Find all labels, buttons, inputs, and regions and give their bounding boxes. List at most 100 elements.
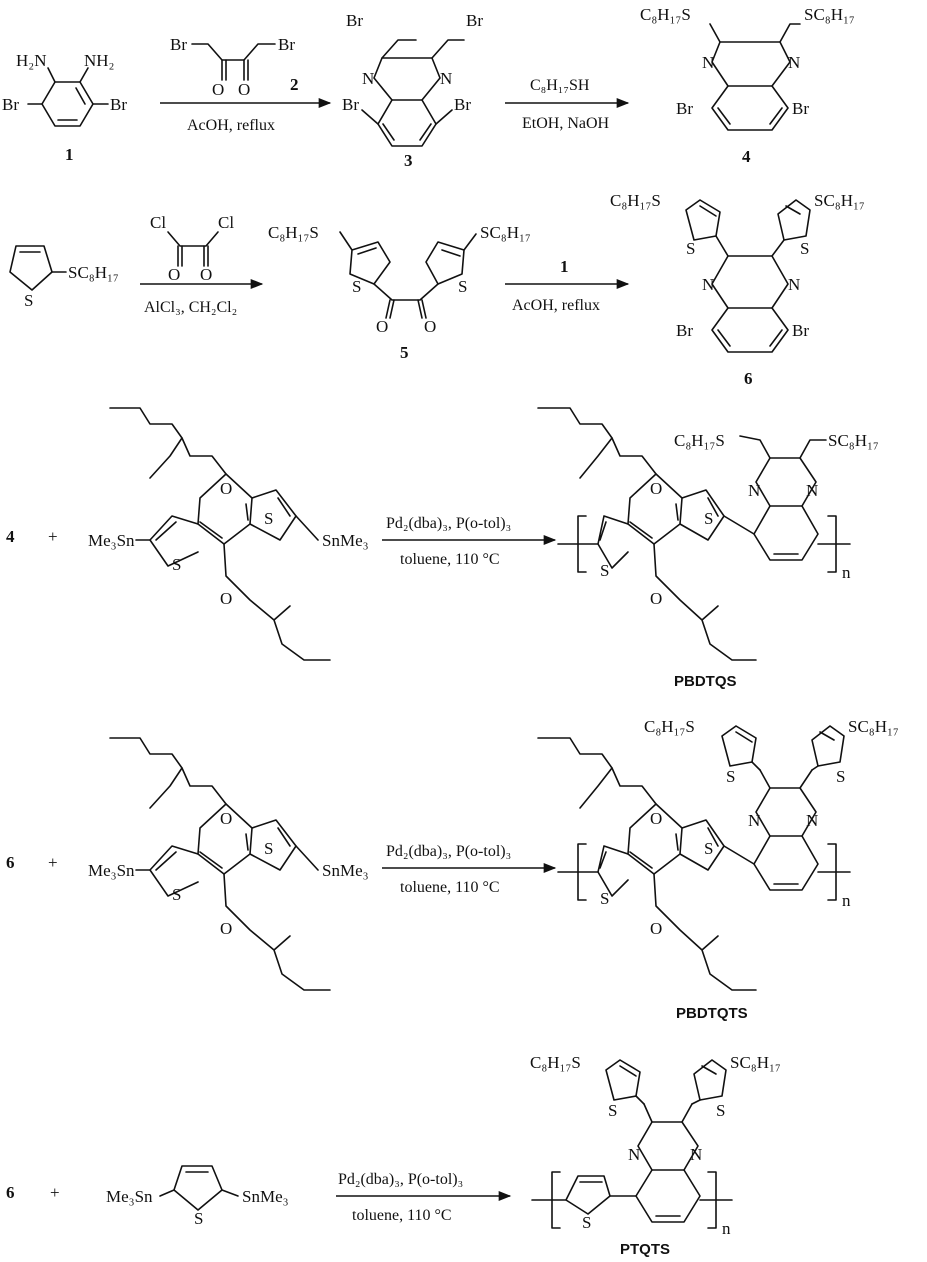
sulfur-label: S — [24, 291, 33, 310]
reaction-conditions: toluene, 110 °C — [352, 1207, 452, 1224]
substituent-label: SC₈H₁₇ — [848, 717, 899, 736]
oxygen-label: O — [200, 265, 212, 284]
oxygen-label: O — [220, 479, 232, 498]
compound-1-structure: H₂N NH₂ Br Br — [2, 51, 127, 127]
reaction-catalyst: Pd₂(dba)₃, P(o-tol)₃ — [338, 1171, 463, 1188]
pbdtqts-structure: O S S O N N S S C₈H₁₇S SC₈H₁₇ n — [537, 717, 899, 991]
reaction-conditions: AcOH, reflux — [187, 117, 275, 134]
substituent-label: SnMe₃ — [322, 861, 369, 880]
compound-6-number: 6 — [6, 853, 15, 872]
pbdtqs-structure: O S S O N N C₈H₁₇S SC₈H₁₇ n — [537, 407, 879, 661]
nitrogen-label: N — [440, 69, 452, 88]
oxygen-label: O — [220, 809, 232, 828]
substituent-label: SC₈H₁₇ — [480, 223, 531, 242]
repeat-unit-label: n — [842, 891, 851, 910]
sulfur-label: S — [264, 509, 273, 528]
bromine-label: Br — [110, 95, 127, 114]
compound-5-number: 5 — [400, 343, 409, 362]
substituent-label: SnMe₃ — [322, 531, 369, 550]
substituent-label: Me₃Sn — [88, 861, 135, 880]
nitrogen-label: N — [748, 481, 760, 500]
oxygen-label: O — [238, 80, 250, 99]
chlorine-label: Cl — [150, 213, 166, 232]
reaction-reagent: 1 — [560, 257, 569, 276]
sulfur-label: S — [704, 509, 713, 528]
oxygen-label: O — [212, 80, 224, 99]
nitrogen-label: N — [806, 481, 818, 500]
reaction-catalyst: Pd₂(dba)₃, P(o-tol)₃ — [386, 515, 511, 532]
chlorine-label: Cl — [218, 213, 234, 232]
polymer-name: PBDTQTS — [676, 1005, 748, 1022]
repeat-unit-label: n — [722, 1219, 731, 1238]
sulfur-label: S — [458, 277, 467, 296]
bromine-label: Br — [2, 95, 19, 114]
amine-label: NH₂ — [84, 51, 114, 70]
compound-3-number: 3 — [404, 151, 413, 170]
sulfur-label: S — [608, 1101, 617, 1120]
compound-2-structure: Br Br O O — [170, 35, 295, 99]
reaction-conditions: AcOH, reflux — [512, 297, 600, 314]
sulfur-label: S — [194, 1209, 203, 1228]
plus-sign: + — [48, 853, 58, 872]
sulfur-label: S — [172, 885, 181, 904]
bis-stannyl-thiophene-structure: Me₃Sn S SnMe₃ — [106, 1165, 289, 1228]
substituent-label: C₈H₁₇S — [268, 223, 319, 242]
compound-4-number: 4 — [6, 527, 15, 546]
compound-4-number: 4 — [742, 147, 751, 166]
substituent-label: SC₈H₁₇ — [828, 431, 879, 450]
polymer-name: PBDTQS — [674, 673, 737, 690]
bromine-label: Br — [792, 99, 809, 118]
compound-6-structure: C₈H₁₇S SC₈H₁₇ S S N N Br Br — [610, 191, 865, 353]
sulfur-label: S — [352, 277, 361, 296]
oxygen-label: O — [650, 919, 662, 938]
compound-1-number: 1 — [65, 145, 74, 164]
nitrogen-label: N — [690, 1145, 702, 1164]
sulfur-label: S — [600, 889, 609, 908]
sulfur-label: S — [172, 555, 181, 574]
substituent-label: C₈H₁₇S — [640, 5, 691, 24]
ptqts-structure: S N N S S C₈H₁₇S SC₈H₁₇ n — [530, 1053, 781, 1238]
nitrogen-label: N — [628, 1145, 640, 1164]
polymer-name: PTQTS — [620, 1241, 670, 1258]
oxalyl-chloride-structure: Cl Cl O O — [150, 213, 234, 284]
substituent-label: C₈H₁₇S — [530, 1053, 581, 1072]
bromine-label: Br — [466, 11, 483, 30]
nitrogen-label: N — [362, 69, 374, 88]
compound-4-structure: C₈H₁₇S SC₈H₁₇ N N Br Br — [640, 5, 855, 131]
sulfur-label: S — [716, 1101, 725, 1120]
substituent-label: C₈H₁₇S — [610, 191, 661, 210]
substituent-label: SC₈H₁₇ — [814, 191, 865, 210]
repeat-unit-label: n — [842, 563, 851, 582]
reaction-conditions: EtOH, NaOH — [522, 115, 610, 132]
oxygen-label: O — [376, 317, 388, 336]
sulfur-label: S — [836, 767, 845, 786]
bromine-label: Br — [278, 35, 295, 54]
bromine-label: Br — [342, 95, 359, 114]
oxygen-label: O — [650, 479, 662, 498]
nitrogen-label: N — [788, 53, 800, 72]
substituent-label: SC₈H₁₇ — [68, 263, 119, 282]
bromine-label: Br — [792, 321, 809, 340]
oxygen-label: O — [220, 919, 232, 938]
amine-label: H₂N — [16, 51, 46, 70]
bromine-label: Br — [346, 11, 363, 30]
compound-6-number: 6 — [6, 1183, 15, 1202]
compound-6-number: 6 — [744, 369, 753, 388]
nitrogen-label: N — [702, 275, 714, 294]
bromine-label: Br — [170, 35, 187, 54]
oxygen-label: O — [220, 589, 232, 608]
oxygen-label: O — [168, 265, 180, 284]
reaction-conditions: AlCl₃, CH₂Cl₂ — [144, 299, 237, 316]
sulfur-label: S — [686, 239, 695, 258]
substituent-label: Me₃Sn — [88, 531, 135, 550]
substituent-label: SC₈H₁₇ — [804, 5, 855, 24]
reaction-reagent: C₈H₁₇SH — [530, 77, 590, 94]
nitrogen-label: N — [748, 811, 760, 830]
compound-5-structure: C₈H₁₇S SC₈H₁₇ S S O O — [268, 223, 531, 336]
sulfur-label: S — [582, 1213, 591, 1232]
oxygen-label: O — [424, 317, 436, 336]
bromine-label: Br — [454, 95, 471, 114]
bromine-label: Br — [676, 99, 693, 118]
